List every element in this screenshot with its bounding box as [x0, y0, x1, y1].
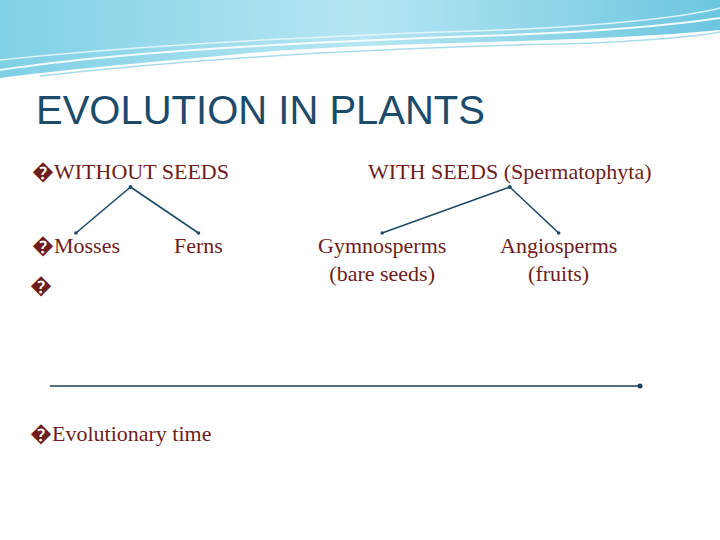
- node-heading: WITH SEEDS (Spermatophyta): [368, 158, 652, 186]
- branch-line: [380, 185, 511, 235]
- tree-node: �WITHOUT SEEDS: [30, 158, 231, 186]
- node-note: (fruits): [500, 260, 617, 288]
- node-heading: Ferns: [174, 232, 223, 260]
- node-heading: �Mosses: [32, 232, 120, 260]
- node-note: (bare seeds): [318, 260, 446, 288]
- node-heading: �WITHOUT SEEDS: [32, 158, 229, 186]
- node-heading: Angiosperms: [500, 232, 617, 260]
- tree-node: Ferns: [172, 232, 225, 260]
- tree-node: Angiosperms(fruits): [498, 232, 619, 288]
- bullet-mark: �: [30, 272, 52, 300]
- tree-node: �Mosses: [30, 232, 122, 260]
- node-heading: Gymnosperms: [318, 232, 446, 260]
- header-wave: [0, 0, 720, 80]
- tree-node: WITH SEEDS (Spermatophyta): [366, 158, 654, 186]
- slide-title: EVOLUTION IN PLANTS: [36, 88, 485, 133]
- branch-line: [129, 185, 201, 235]
- branch-line: [74, 185, 132, 235]
- branch-line: [508, 185, 561, 235]
- tree-node: Gymnosperms(bare seeds): [316, 232, 448, 288]
- axis-label: �Evolutionary time: [30, 420, 211, 448]
